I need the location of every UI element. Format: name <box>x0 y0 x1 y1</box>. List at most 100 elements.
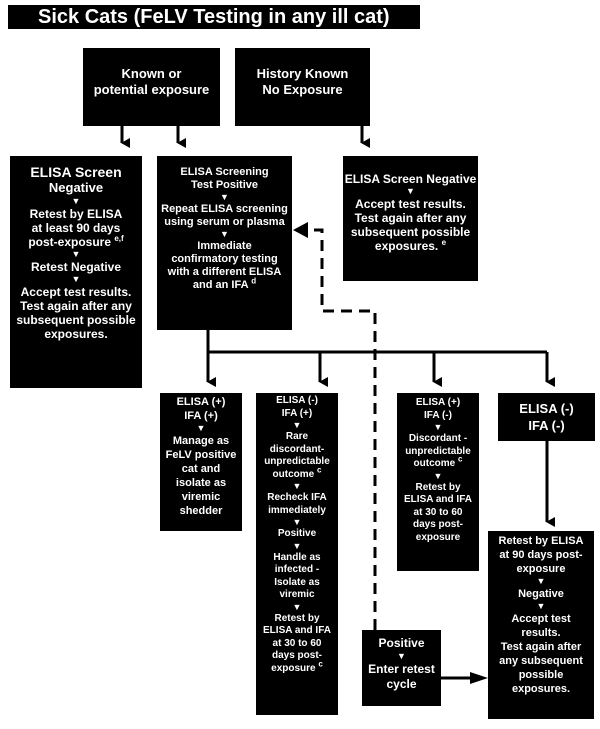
r90-line-5: Accept test <box>511 613 571 625</box>
np-line-10: Handle as <box>273 551 321 563</box>
elisa-screen-negative-right-box: ELISA Screen Negative ▼ Accept test resu… <box>343 156 478 281</box>
np-line-15: ELISA and IFA <box>263 625 331 636</box>
esp-line-8: and an IFA d <box>192 276 257 291</box>
esp-line-7: with a different ELISA <box>167 266 282 278</box>
pp-line-2: IFA (+) <box>184 410 218 422</box>
np-line-14: Retest by <box>274 612 320 624</box>
down-triangle-icon: ▼ <box>71 196 81 206</box>
r90-line-6: results. <box>521 627 561 639</box>
retest-90-days-box: Retest by ELISA at 90 days post- exposur… <box>488 531 594 719</box>
r90-line-8: any subsequent <box>499 655 583 667</box>
np-line-9: Positive <box>277 528 317 539</box>
pn-line-6: Retest by <box>415 481 461 493</box>
pp-line-6: isolate as <box>175 477 227 489</box>
pn-line-3: Discordant - <box>408 433 468 444</box>
down-triangle-icon: ▼ <box>71 274 81 284</box>
prc-line-3: cycle <box>386 677 417 691</box>
pn-line-10: exposure <box>415 531 461 543</box>
np-line-4: discordant- <box>269 443 325 455</box>
positive-retest-cycle-box: Positive ▼ Enter retest cycle <box>362 630 441 706</box>
elisa-neg-ifa-neg-box: ELISA (-) IFA (-) <box>498 393 595 441</box>
esnl-line-2: Negative <box>48 180 104 195</box>
down-triangle-icon: ▼ <box>406 186 415 196</box>
known-exposure-line-2: potential exposure <box>93 82 210 97</box>
esnl-line-8: Test again after any <box>20 299 132 313</box>
r90-line-4: Negative <box>518 588 564 600</box>
esnr-line-3: Test again after any <box>354 211 467 225</box>
np-line-5: unpredictable <box>264 456 330 467</box>
np-line-11: infected - <box>274 564 320 575</box>
r90-line-1: Retest by ELISA <box>498 535 584 547</box>
elisa-pos-ifa-neg-box: ELISA (+) IFA (-) ▼ Discordant - unpredi… <box>397 393 479 571</box>
down-triangle-icon: ▼ <box>397 651 406 661</box>
np-line-8: immediately <box>268 504 326 516</box>
np-line-12: Isolate as <box>274 576 320 588</box>
prc-line-1: Positive <box>378 636 425 650</box>
np-line-17: days post- <box>271 650 322 661</box>
pp-line-3: Manage as <box>172 435 230 447</box>
history-no-exposure-box: History Known No Exposure <box>235 48 370 126</box>
pn-line-2: IFA (-) <box>424 409 452 421</box>
r90-line-3: exposure <box>516 563 566 575</box>
nn-line-2: IFA (-) <box>528 418 565 433</box>
down-triangle-icon: ▼ <box>536 601 546 611</box>
elisa-screen-negative-left-box: ELISA Screen Negative ▼ Retest by ELISA … <box>10 156 142 388</box>
r90-line-9: possible <box>518 669 564 681</box>
elisa-screening-positive-box: ELISA Screening Test Positive ▼ Repeat E… <box>157 156 292 330</box>
pp-line-4: FeLV positive <box>165 449 237 461</box>
pn-line-9: days post- <box>412 519 463 530</box>
pn-line-4: unpredictable <box>405 445 471 457</box>
down-triangle-icon: ▼ <box>220 229 229 239</box>
np-line-18: exposure c <box>271 659 323 674</box>
esnl-line-1: ELISA Screen <box>30 164 122 180</box>
np-line-16: at 30 to 60 <box>272 637 322 649</box>
esnl-line-3: Retest by ELISA <box>29 207 123 221</box>
esnl-line-10: exposures. <box>44 327 108 341</box>
esnr-line-4: subsequent possible <box>350 225 471 239</box>
esp-line-2: Test Positive <box>190 179 259 191</box>
pn-line-7: ELISA and IFA <box>404 494 472 505</box>
esp-line-4: using serum or plasma <box>164 216 285 228</box>
down-triangle-icon: ▼ <box>292 420 302 430</box>
down-triangle-icon: ▼ <box>292 601 302 612</box>
down-triangle-icon: ▼ <box>536 576 546 586</box>
down-triangle-icon: ▼ <box>433 470 443 481</box>
esnl-line-6: Retest Negative <box>30 260 122 274</box>
known-exposure-line-1: Known or <box>121 66 182 81</box>
esnl-line-9: subsequent possible <box>16 313 136 327</box>
esp-line-5: Immediate <box>197 240 252 252</box>
pn-line-8: at 30 to 60 <box>413 506 463 518</box>
np-line-3: Rare <box>285 431 309 442</box>
esp-line-3: Repeat ELISA screening <box>161 203 288 215</box>
esnl-line-5: post-exposure e,f <box>28 234 124 250</box>
nn-line-1: ELISA (-) <box>519 401 574 416</box>
np-line-6: outcome c <box>272 465 322 480</box>
np-line-13: viremic <box>279 589 315 600</box>
down-triangle-icon: ▼ <box>292 517 302 527</box>
history-no-exposure-line-2: No Exposure <box>262 82 343 97</box>
down-triangle-icon: ▼ <box>196 423 206 433</box>
down-triangle-icon: ▼ <box>292 481 302 491</box>
esp-line-1: ELISA Screening <box>180 166 269 178</box>
pp-line-5: cat and <box>181 463 221 475</box>
pn-line-1: ELISA (+) <box>415 397 461 408</box>
elisa-pos-ifa-pos-box: ELISA (+) IFA (+) ▼ Manage as FeLV posit… <box>160 393 242 531</box>
known-exposure-box: Known or potential exposure <box>83 48 220 126</box>
pp-line-8: shedder <box>179 505 223 517</box>
down-triangle-icon: ▼ <box>220 192 229 202</box>
pp-line-7: viremic <box>181 491 221 503</box>
esp-line-6: confirmatory testing <box>171 253 278 265</box>
r90-line-2: at 90 days post- <box>499 549 583 561</box>
esnl-line-4: at least 90 days <box>31 221 121 235</box>
pn-line-5: outcome c <box>413 454 463 469</box>
r90-line-10: exposures. <box>511 683 571 695</box>
np-line-2: IFA (+) <box>281 407 313 419</box>
esnl-line-7: Accept test results. <box>20 285 132 299</box>
down-triangle-icon: ▼ <box>71 249 81 259</box>
history-no-exposure-line-1: History Known <box>256 66 349 81</box>
down-triangle-icon: ▼ <box>433 422 443 432</box>
esnr-line-2: Accept test results. <box>355 197 466 211</box>
esnr-line-1: ELISA Screen Negative <box>344 172 477 186</box>
pp-line-1: ELISA (+) <box>176 396 226 408</box>
